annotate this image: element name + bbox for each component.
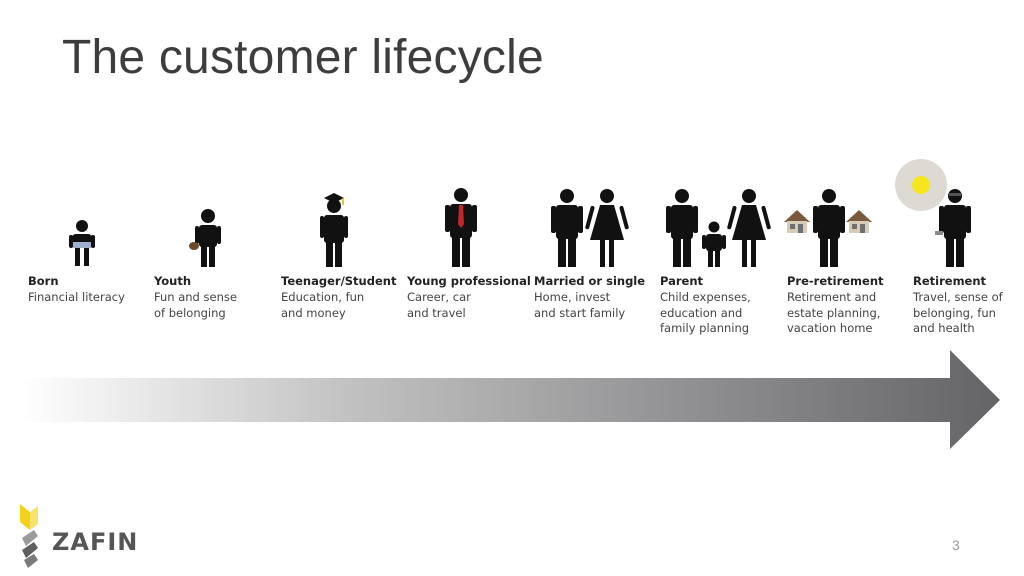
- stage-label: Teenager/Student: [281, 274, 397, 288]
- stage-youth: Youth Fun and sense of belonging: [154, 180, 280, 340]
- stage-description: Travel, sense of belonging, fun and heal…: [913, 290, 1003, 335]
- house-icon: [784, 210, 810, 233]
- stage-label: Retirement: [913, 274, 987, 288]
- couple-icon: [534, 180, 660, 272]
- stage-label: Married or single: [534, 274, 646, 288]
- retiree-with-sun-icon: [895, 159, 1024, 272]
- stage-label: Pre-retirement: [787, 274, 884, 288]
- stage-born: Born Financial literacy: [28, 180, 154, 340]
- professional-with-tie-icon: [407, 180, 533, 272]
- person-with-houses-icon: [784, 180, 913, 272]
- stage-retirement: Retirement Travel, sense of belonging, f…: [895, 159, 1024, 340]
- baby-icon: [28, 180, 154, 272]
- slide-title: The customer lifecycle: [62, 31, 544, 84]
- stage-description: Child expenses, education and family pla…: [660, 290, 751, 335]
- stage-parent: Parent Child expenses, education and fam…: [660, 180, 786, 340]
- stage-description: Home, invest and start family: [534, 290, 626, 320]
- logo-wordmark: ZAFIN: [52, 528, 139, 556]
- stage-label: Youth: [154, 274, 192, 288]
- stage-description: Fun and sense of belonging: [154, 290, 237, 320]
- stage-description: Financial literacy: [28, 290, 125, 304]
- stage-teenager-student: Teenager/Student Education, fun and mone…: [281, 180, 407, 340]
- stage-description: Education, fun and money: [281, 290, 365, 320]
- sun-icon: [895, 159, 947, 211]
- stage-pre-retirement: Pre-retirement Retirement and estate pla…: [784, 180, 913, 340]
- child-with-ball-icon: [154, 180, 280, 272]
- graduate-icon: [281, 180, 407, 272]
- family-icon: [660, 180, 786, 272]
- house-icon: [846, 210, 872, 233]
- stage-young-professional: Young professional Career, car and trave…: [407, 180, 533, 340]
- timeline-arrow: [20, 350, 1000, 449]
- page-number: 3: [952, 537, 960, 553]
- stage-label: Parent: [660, 274, 704, 288]
- stage-description: Career, car and travel: [407, 290, 471, 320]
- stage-description: Retirement and estate planning, vacation…: [787, 290, 881, 335]
- stage-label: Born: [28, 274, 59, 288]
- stage-married-or-single: Married or single Home, invest and start…: [534, 180, 660, 340]
- zafin-logo: [20, 504, 38, 568]
- stage-label: Young professional: [407, 274, 531, 288]
